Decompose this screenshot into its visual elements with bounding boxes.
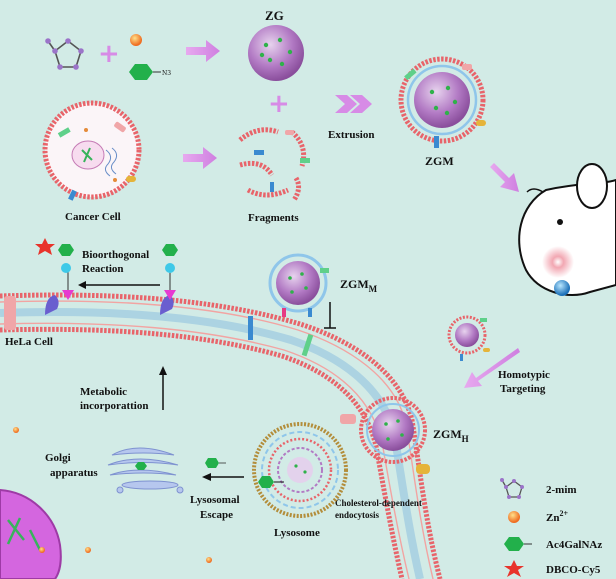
lysosomal-label: Lysosomal [190,494,240,506]
reaction-label: Reaction [82,263,124,275]
n3-label: N3 [162,70,171,77]
escape-label: Escape [200,509,233,521]
small-particle [13,427,19,433]
fragment-protein [285,130,294,135]
cancer-cell [42,100,142,201]
fragment-protein [254,150,264,155]
legend-label-ac4galnaz: Ac4GalNAz [546,539,602,551]
legend-label-2-mim: 2-mim [546,484,577,496]
small-particle [85,547,91,553]
legend-dbco-cy5-icon [504,560,524,577]
targeting-label: Targeting [500,383,546,395]
zg-label: ZG [265,8,284,23]
zgm-label: ZGM [425,154,454,168]
hela-cell-label: HeLa Cell [5,336,53,348]
incorporation-label: incorporattion [80,400,148,412]
homotypic-particle [447,315,490,361]
homotypic-label: Homotypic [498,369,550,381]
plus-sign: + [98,39,120,69]
metabolic-label: Metabolic [80,386,127,398]
arrow-to-zg [186,40,220,62]
nucleus [0,488,62,579]
chromatin [6,517,42,551]
endocytosis-label: Cholesterol-dependent [335,498,422,508]
arrow-homotypic [464,348,520,388]
azide-receptor-right [160,244,178,315]
ac4galnaz-icon [205,458,226,468]
fragment-protein [270,182,274,192]
small-particle [39,547,45,553]
legend-label-zn: Zn2+ [546,509,568,524]
lysosome-label: Lysosome [274,527,320,539]
small-particle [206,557,212,563]
zgm-h-particle [359,396,427,464]
lysosome [252,422,348,518]
arrowhead [202,473,211,481]
legend: 2-mim Zn2+ Ac4GalNAz DBCO-Cy5 [500,478,602,577]
apparatus-label: apparatus [50,467,98,479]
legend-zn-icon [508,511,520,523]
zg-particle [248,25,304,81]
fragment-protein [300,158,310,163]
zgm-m-particle [268,253,329,317]
membrane-protein [301,333,314,357]
ac4galnaz-icon: N3 [129,64,171,80]
extrusion-chevrons [335,95,372,113]
bioorthogonal-label: Bioorthogonal [82,249,149,261]
arrowhead [159,366,167,375]
endocytosis-label-2: endocytosis [335,510,380,520]
zgm-particle [398,56,486,148]
zgm-h-label: ZGMH [433,427,469,444]
blue-tumor [554,280,570,296]
legend-label-dbco-cy5: DBCO-Cy5 [546,564,601,576]
fragments-label: Fragments [248,212,299,224]
azide-receptor-left [35,238,74,315]
ac4galnaz-icon [135,462,147,470]
zgm-m-label: ZGMM [340,277,378,294]
hela-cell-membrane [0,292,443,579]
2-mim-icon [45,38,84,70]
zn-icon [130,34,142,46]
plus-sign: + [268,89,290,119]
golgi-apparatus [107,447,184,494]
legend-ac4galnaz-icon [504,537,532,551]
membrane-protein [340,414,356,424]
mouse-icon [518,163,616,296]
tumor-signal [542,246,574,278]
membrane-protein [416,464,430,474]
arrowhead [78,281,86,289]
arrow-zgm-to-mouse [490,163,519,192]
arrow-to-fragments [183,147,217,169]
dbco-cy5-icon [35,238,55,255]
membrane-protein [248,316,253,340]
golgi-label: Golgi [45,452,71,464]
cancer-cell-label: Cancer Cell [65,211,121,223]
extrusion-label: Extrusion [328,129,374,141]
legend-2-mim-icon [500,478,524,499]
membrane-protein [4,296,16,330]
